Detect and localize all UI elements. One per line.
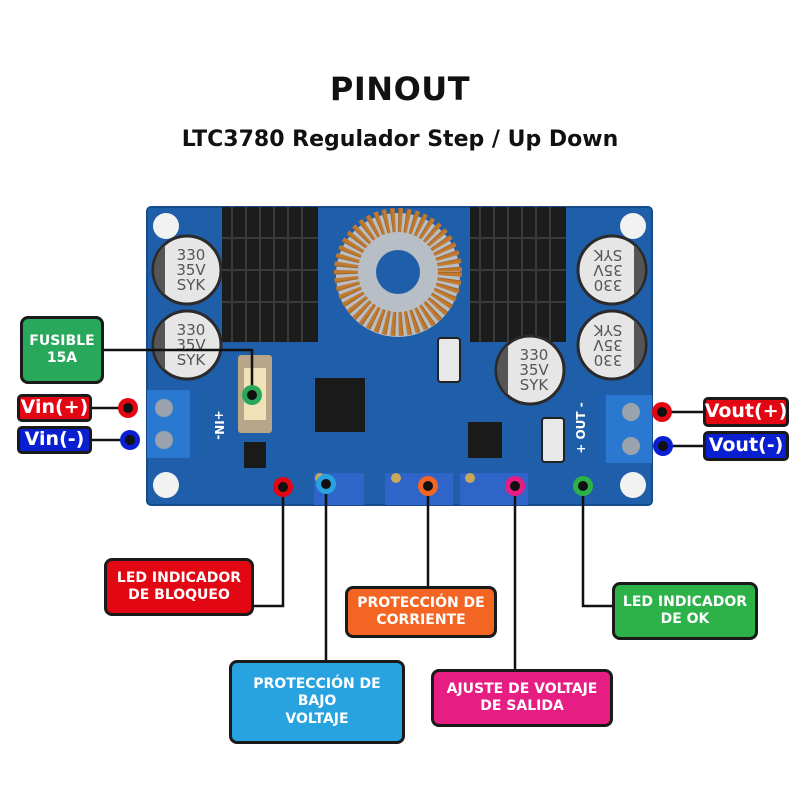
mosfet-chip — [468, 422, 502, 458]
vout-negative-label: Vout(-) — [703, 431, 789, 461]
led-lock-marker-dot — [278, 482, 288, 492]
undervoltage-protection-label: PROTECCIÓN DE BAJO VOLTAJE — [229, 660, 405, 744]
shunt-resistor — [437, 337, 461, 383]
vout-pos-marker-dot — [657, 407, 667, 417]
page-subtitle: LTC3780 Regulador Step / Up Down — [181, 127, 619, 152]
capacitor-label: 35V — [176, 261, 206, 279]
led-ok-marker-dot — [578, 481, 588, 491]
led-ok-label: LED INDICADOR DE OK — [612, 582, 758, 640]
capacitor-label: SYK — [520, 376, 550, 394]
shunt-resistor — [541, 417, 565, 463]
input-terminal-block — [147, 390, 200, 458]
output-terminal-block — [596, 395, 652, 463]
vout-adjust-marker-dot — [510, 481, 520, 491]
led-ok-leader — [581, 486, 613, 608]
current-marker-dot — [423, 481, 433, 491]
capacitor-label: 35V — [519, 361, 549, 379]
vin-negative-label: Vin(-) — [17, 426, 92, 454]
capacitor-label: 35V — [593, 261, 623, 279]
capacitor-label: 35V — [593, 336, 623, 354]
mounting-hole — [153, 472, 179, 498]
capacitor-label: SYK — [177, 276, 207, 294]
capacitor-label: 330 — [177, 321, 206, 339]
mounting-hole — [620, 213, 646, 239]
mounting-hole — [620, 472, 646, 498]
vin-positive-label: Vin(+) — [17, 394, 92, 422]
pin-markers — [118, 385, 673, 497]
fuse-leader — [104, 348, 254, 395]
heatsink-left — [222, 207, 318, 342]
capacitor-label: 330 — [520, 346, 549, 364]
fuse-marker-dot — [247, 390, 257, 400]
page-title: PINOUT — [329, 70, 471, 108]
vin-pos-marker-dot — [123, 403, 133, 413]
regulator-chip — [244, 442, 266, 468]
fuse-label: FUSIBLE 15A — [20, 316, 104, 384]
capacitor-label: SYK — [177, 351, 207, 369]
leader-lines — [92, 348, 703, 671]
capacitors: 33035VSYK33035VSYK33035VSYK33035VSYK3303… — [151, 234, 648, 406]
vin-neg-marker-dot — [125, 435, 135, 445]
current-protection-label: PROTECCIÓN DE CORRIENTE — [345, 586, 497, 638]
led-lock-label: LED INDICADOR DE BLOQUEO — [104, 558, 254, 616]
input-terminal-text: +IN- — [212, 410, 226, 440]
capacitor-label: SYK — [593, 246, 623, 264]
toroid-inductor — [334, 208, 462, 337]
undervoltage-marker-dot — [321, 479, 331, 489]
mounting-hole — [153, 213, 179, 239]
pot-screw — [465, 473, 475, 483]
vout-adjust-label: AJUSTE DE VOLTAJE DE SALIDA — [431, 669, 613, 727]
led-lock-leader — [252, 487, 285, 608]
heatsink-right — [470, 207, 566, 342]
capacitor-label: 330 — [594, 351, 623, 369]
vout-neg-marker-dot — [658, 441, 668, 451]
output-terminal-text: + OUT - — [574, 402, 588, 454]
capacitor-label: 330 — [177, 246, 206, 264]
pot-screw — [391, 473, 401, 483]
ltc3780-chip — [315, 378, 365, 432]
vout-positive-label: Vout(+) — [703, 397, 789, 427]
capacitor-label: SYK — [593, 321, 623, 339]
capacitor-label: 330 — [594, 276, 623, 294]
